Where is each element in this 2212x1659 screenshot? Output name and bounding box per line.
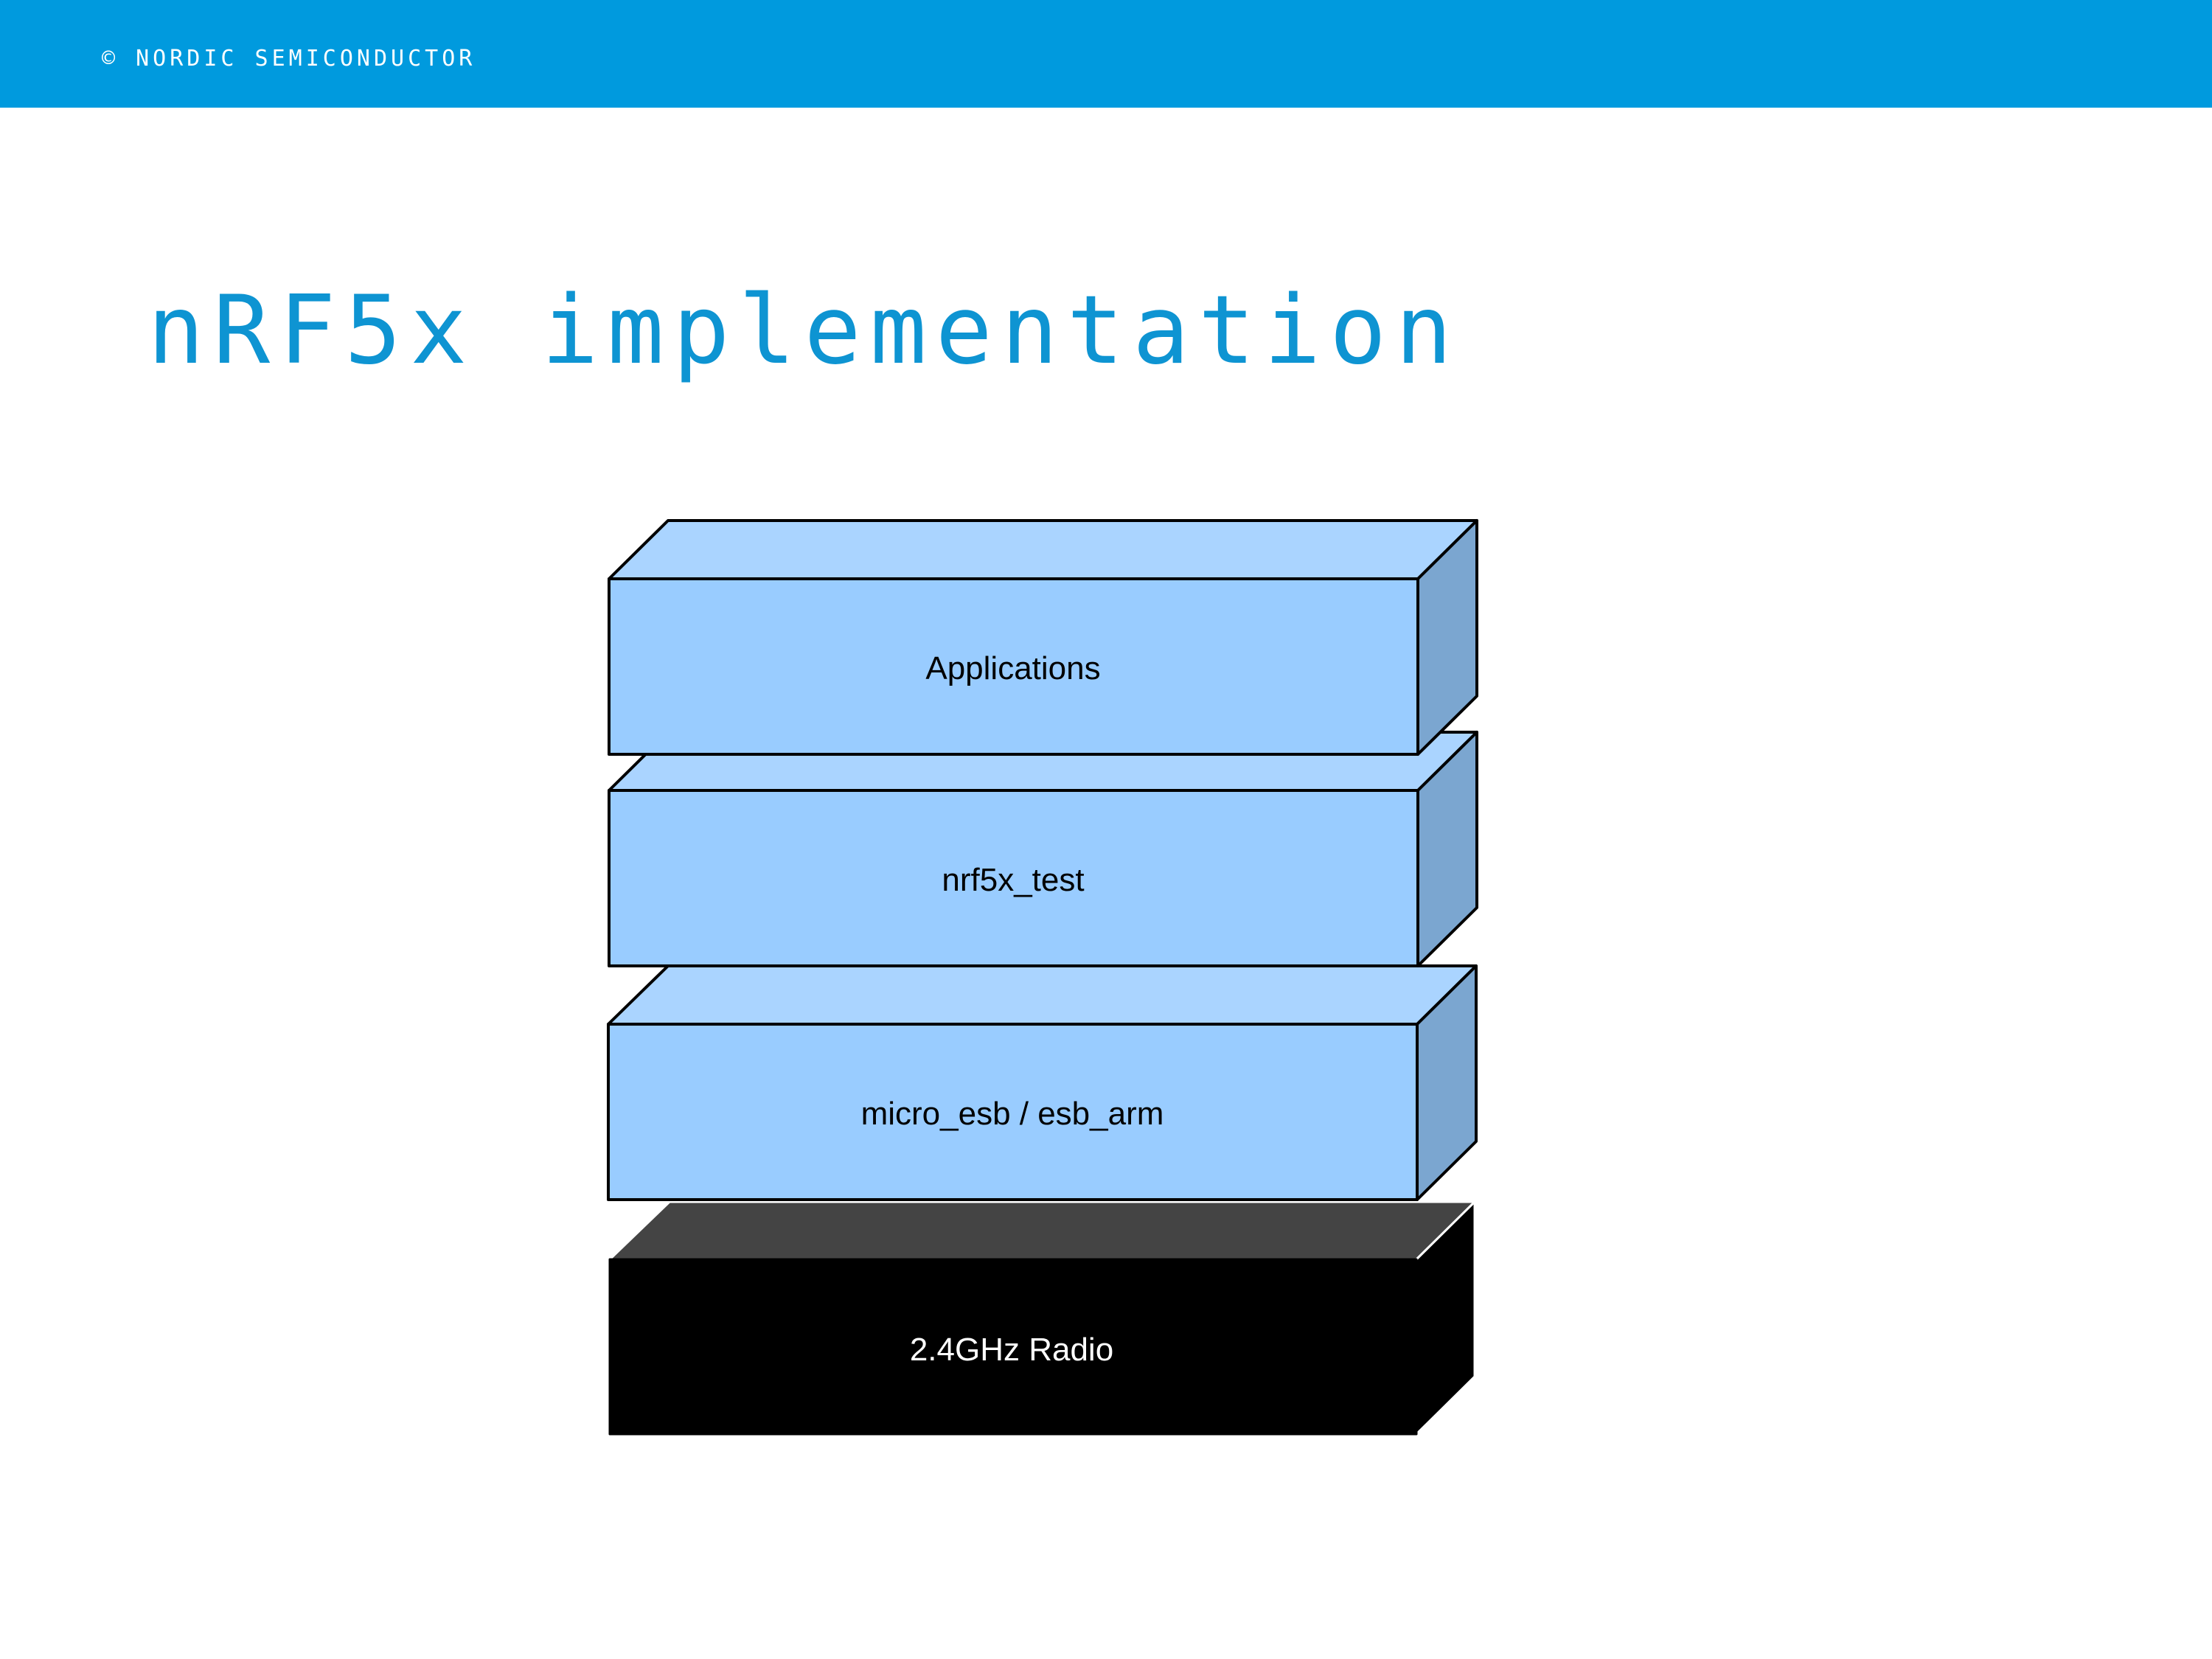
copyright-text: © NORDIC SEMICONDUCTOR [102, 46, 476, 72]
layer-micro-esb-label: micro_esb / esb_arm [861, 1096, 1164, 1132]
layer-nrf5x-test-label: nrf5x_test [942, 862, 1084, 898]
layer-nrf5x-test-front [608, 789, 1419, 967]
layer-applications-front [608, 577, 1419, 756]
layer-nrf5x-test: nrf5x_test [608, 731, 1478, 967]
layer-micro-esb-front [607, 1023, 1419, 1201]
slide-title: nRF5x implementation [147, 276, 1461, 386]
layer-micro-esb-top [607, 964, 1478, 1026]
layer-applications-label: Applications [925, 650, 1100, 686]
layer-radio-label: 2.4GHz Radio [910, 1332, 1113, 1368]
layer-radio: 2.4GHz Radio [608, 1200, 1476, 1436]
layer-applications: Applications [608, 519, 1478, 756]
header-bar: © NORDIC SEMICONDUCTOR [0, 0, 2212, 108]
layer-radio-front [608, 1258, 1418, 1436]
layer-radio-top [608, 1200, 1476, 1261]
layer-applications-top [608, 519, 1478, 580]
layer-micro-esb: micro_esb / esb_arm [607, 964, 1478, 1201]
